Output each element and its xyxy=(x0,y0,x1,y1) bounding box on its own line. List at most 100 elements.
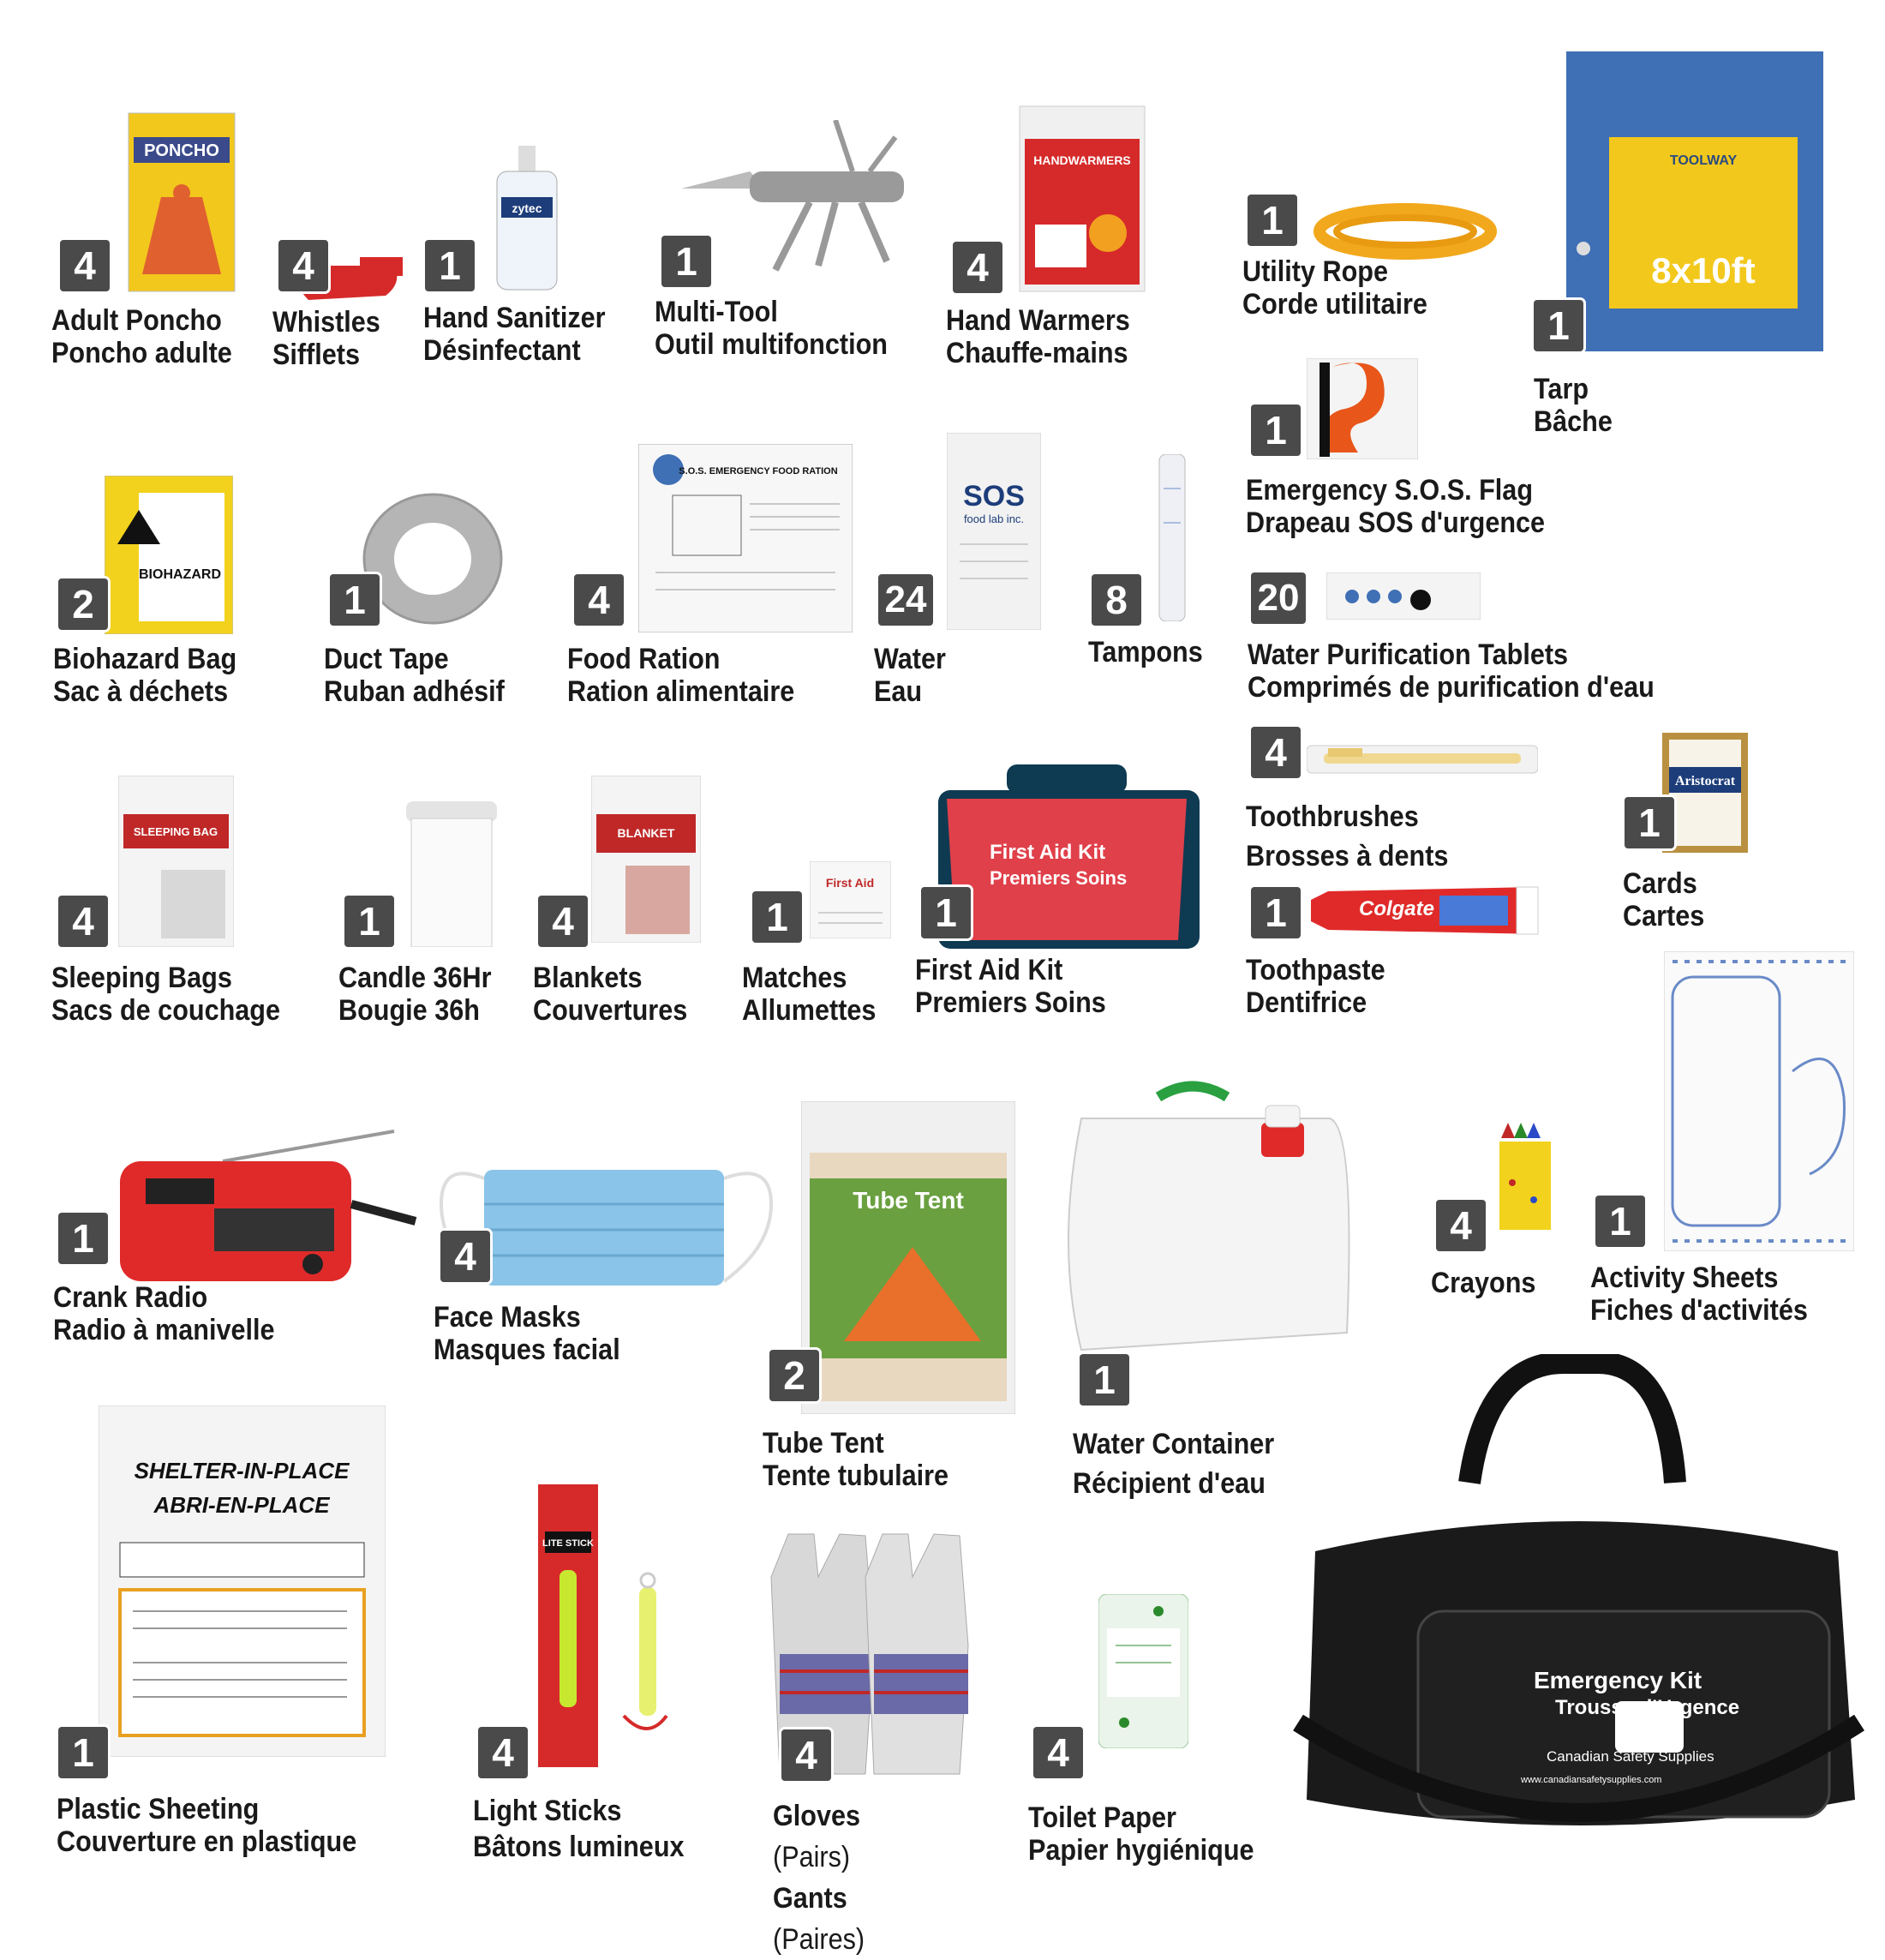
svg-text:Tube Tent: Tube Tent xyxy=(853,1187,964,1214)
svg-text:S.O.S. EMERGENCY FOOD RATION: S.O.S. EMERGENCY FOOD RATION xyxy=(679,466,837,477)
toothpaste-image: Colgate xyxy=(1311,883,1542,938)
svg-text:First Aid: First Aid xyxy=(826,876,874,890)
activity-sheets-image xyxy=(1664,951,1854,1251)
candle-image xyxy=(406,801,497,947)
qty-badge: 1 xyxy=(1080,1354,1129,1406)
toothbrush-image xyxy=(1307,741,1538,777)
qty-badge: 1 xyxy=(1248,195,1297,246)
water-container-image xyxy=(1056,1076,1364,1358)
qty-badge: 1 xyxy=(425,240,475,291)
qty-badge: 1 xyxy=(921,887,971,938)
svg-text:food lab inc.: food lab inc. xyxy=(964,512,1024,525)
qty-badge: 1 xyxy=(344,896,394,947)
qty-badge: 24 xyxy=(878,574,933,626)
svg-text:zytec: zytec xyxy=(512,201,542,215)
purification-tablets-image xyxy=(1326,572,1481,620)
svg-text:Emergency Kit: Emergency Kit xyxy=(1534,1667,1702,1693)
qty-badge: 1 xyxy=(58,1213,108,1264)
qty-badge: 20 xyxy=(1251,572,1306,624)
svg-text:8x10ft: 8x10ft xyxy=(1651,250,1755,291)
tampon-image xyxy=(1155,454,1189,621)
qty-badge: 1 xyxy=(752,891,802,943)
qty-badge: 4 xyxy=(478,1727,528,1778)
qty-badge: 1 xyxy=(1534,300,1583,351)
svg-text:BLANKET: BLANKET xyxy=(618,826,675,840)
qty-badge: 4 xyxy=(440,1231,490,1282)
qty-badge: 4 xyxy=(278,240,328,291)
crank-radio-image xyxy=(120,1127,420,1286)
svg-text:SLEEPING BAG: SLEEPING BAG xyxy=(134,825,218,838)
item-label: Crayons xyxy=(1431,1267,1536,1299)
handwarmer-image: HANDWARMERS xyxy=(1018,105,1146,293)
svg-text:BIOHAZARD: BIOHAZARD xyxy=(139,567,221,582)
qty-badge: 4 xyxy=(1436,1200,1486,1251)
emergency-kit-bag: Emergency Kit Trousse d'Urgence Canadian… xyxy=(1290,1354,1868,1868)
qty-badge: 4 xyxy=(538,896,588,947)
light-stick-image: LITE STICK xyxy=(538,1484,671,1767)
qty-badge: 4 xyxy=(60,240,110,291)
svg-text:Canadian Safety Supplies: Canadian Safety Supplies xyxy=(1547,1748,1714,1765)
qty-badge: 1 xyxy=(330,574,380,626)
duct-tape-image xyxy=(360,490,506,627)
sos-flag-image xyxy=(1307,358,1418,459)
face-mask-image xyxy=(433,1153,775,1298)
qty-badge: 4 xyxy=(58,896,108,947)
tube-tent-image: Tube Tent xyxy=(801,1101,1015,1414)
qty-badge: 8 xyxy=(1092,574,1141,626)
qty-badge: 1 xyxy=(1595,1196,1645,1247)
blanket-image: BLANKET xyxy=(591,776,701,943)
rope-image xyxy=(1311,201,1499,261)
qty-badge: 2 xyxy=(58,578,108,630)
svg-text:TOOLWAY: TOOLWAY xyxy=(1670,153,1738,168)
toilet-paper-image xyxy=(1098,1594,1188,1748)
svg-text:Colgate: Colgate xyxy=(1359,897,1434,920)
poncho-image: PONCHO xyxy=(127,111,236,293)
qty-badge: 1 xyxy=(1625,797,1674,848)
qty-badge: 4 xyxy=(781,1729,831,1781)
playing-cards-image: Aristocrat xyxy=(1662,733,1748,853)
qty-badge: 1 xyxy=(1251,887,1301,938)
sanitizer-image: zytec xyxy=(493,146,561,291)
qty-badge: 1 xyxy=(58,1727,108,1778)
svg-text:Premiers Soins: Premiers Soins xyxy=(990,867,1127,889)
qty-badge: 1 xyxy=(1251,405,1301,456)
qty-badge: 4 xyxy=(574,574,624,626)
crayons-image xyxy=(1499,1123,1551,1230)
gloves-image xyxy=(754,1525,985,1783)
svg-text:ABRI-EN-PLACE: ABRI-EN-PLACE xyxy=(153,1492,330,1518)
svg-text:First Aid Kit: First Aid Kit xyxy=(990,841,1105,864)
svg-text:PONCHO: PONCHO xyxy=(144,141,219,160)
svg-text:SOS: SOS xyxy=(963,480,1025,512)
qty-badge: 4 xyxy=(953,242,1002,293)
qty-badge: 4 xyxy=(1033,1727,1083,1778)
svg-text:SHELTER-IN-PLACE: SHELTER-IN-PLACE xyxy=(135,1458,350,1483)
sleeping-bag-image: SLEEPING BAG xyxy=(118,776,234,947)
svg-text:Trousse d'Urgence: Trousse d'Urgence xyxy=(1555,1696,1739,1719)
tarp-image: TOOLWAY 8x10ft xyxy=(1566,51,1823,351)
